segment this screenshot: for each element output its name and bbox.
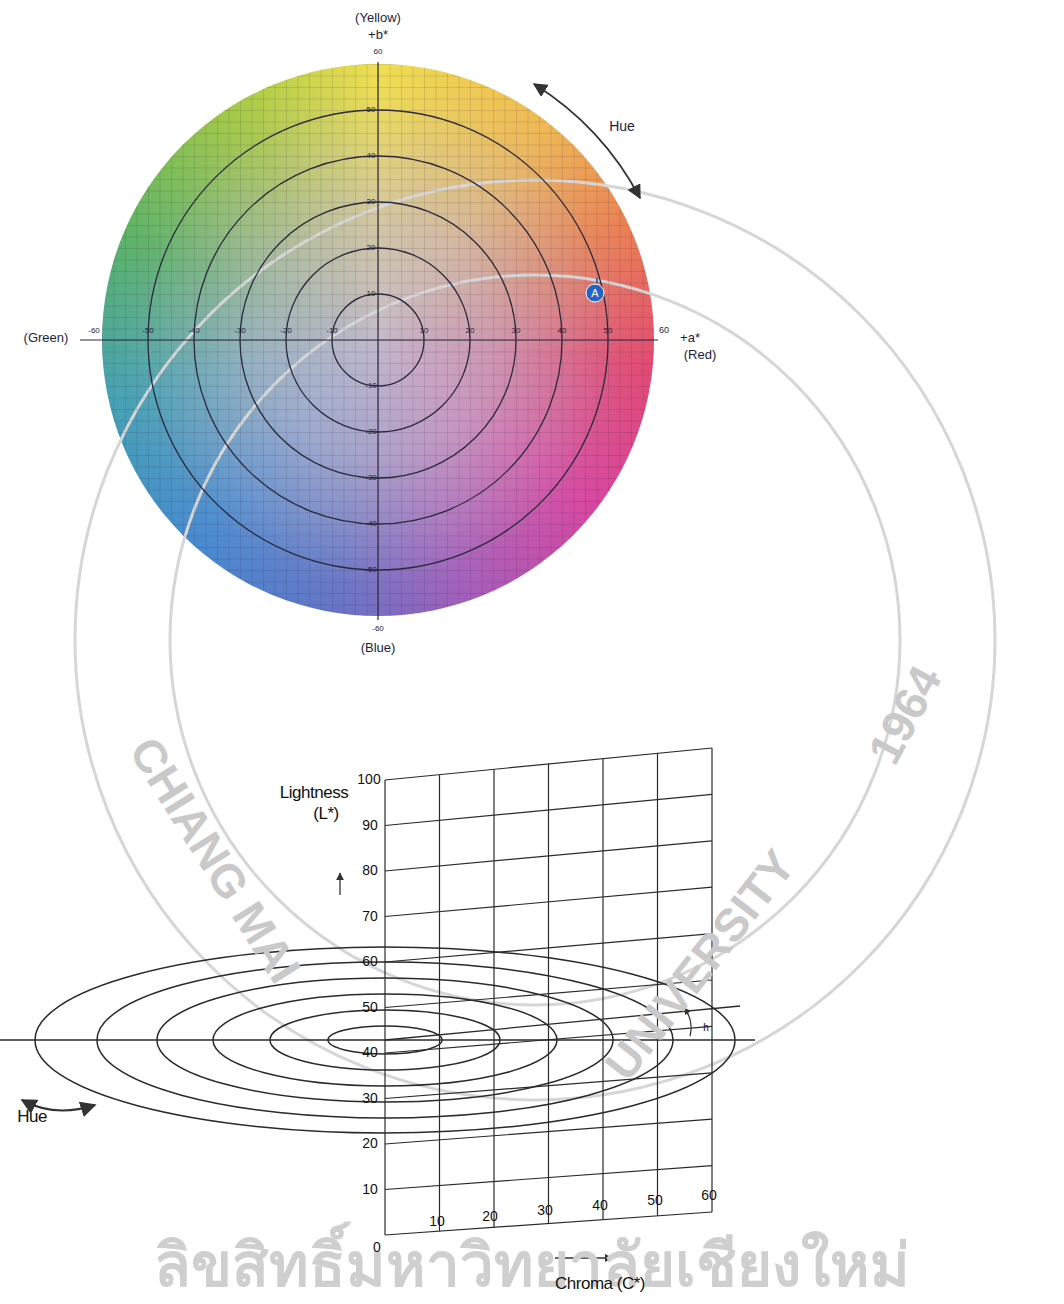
tick-number: -40	[365, 520, 377, 529]
grid-line	[493, 769, 494, 1227]
tick-number: -60	[372, 625, 384, 634]
tick-number: 10	[429, 1214, 445, 1229]
tick-number: 40	[558, 327, 567, 336]
grid-line	[384, 780, 385, 1235]
tick-number: 90	[362, 818, 378, 833]
axis-title: (L*)	[313, 805, 338, 824]
tick-number: -10	[365, 382, 377, 391]
tick-number: 60	[659, 326, 669, 336]
tick-number: 10	[362, 1182, 378, 1197]
tick-number: 50	[362, 1000, 378, 1015]
point-label: A	[591, 287, 598, 299]
tick-number: -20	[280, 327, 292, 336]
tick-number: 100	[357, 772, 380, 787]
axis-name: +b*	[368, 28, 388, 42]
angle-label: h	[703, 1022, 709, 1033]
axis-name: (Yellow)	[355, 11, 401, 25]
axes	[80, 62, 658, 620]
tick-number: 20	[367, 244, 376, 253]
tick-number: -60	[88, 327, 100, 336]
point-tick	[596, 278, 598, 283]
hue-arrow	[534, 84, 640, 198]
tick-number: 60	[701, 1188, 717, 1203]
tick-number: 10	[367, 290, 376, 299]
axis-name: (Blue)	[361, 641, 396, 655]
tick-number: -20	[365, 428, 377, 437]
watermark: UNIVERSITY	[595, 841, 805, 1090]
tick-number: 30	[362, 1091, 378, 1106]
tick-number: 60	[362, 954, 378, 969]
tick-number: -50	[142, 327, 154, 336]
tick-number: 50	[367, 106, 376, 115]
tick-number: 30	[512, 327, 521, 336]
tick-number: 0	[373, 1240, 381, 1255]
tick-number: -10	[326, 327, 338, 336]
tick-number: 30	[367, 198, 376, 207]
watermark: CHIANG MAI	[120, 728, 311, 991]
hue-label: Hue	[609, 119, 635, 134]
tick-number: 20	[362, 1136, 378, 1151]
lightness-arrow	[339, 873, 340, 895]
tick-number: 80	[362, 863, 378, 878]
tick-number: -40	[188, 327, 200, 336]
tick-number: 20	[482, 1209, 498, 1224]
tick-number: 40	[592, 1198, 608, 1213]
tick-number: 70	[362, 909, 378, 924]
grid-line	[439, 775, 440, 1231]
axis-name: +a*	[680, 331, 700, 345]
grid-line	[548, 764, 549, 1224]
tick-number: 50	[604, 327, 613, 336]
axis-title: Lightness	[280, 784, 348, 803]
tick-number: -50	[365, 566, 377, 575]
tick-number: 10	[420, 327, 429, 336]
axis-name: (Red)	[684, 348, 717, 362]
point-a	[586, 284, 604, 302]
tick-number: 50	[647, 1193, 663, 1208]
tick-number: -30	[234, 327, 246, 336]
tick-number: 40	[367, 152, 376, 161]
tick-number: -30	[365, 474, 377, 483]
tick-number: 40	[362, 1045, 378, 1060]
watermark: 1964	[859, 658, 952, 772]
axis-name: (Green)	[24, 331, 69, 345]
watermark: ลิขสิทธิ์มหาวิทยาลัยเชียงใหม่	[154, 1233, 910, 1299]
tick-number: 20	[466, 327, 475, 336]
tick-number: 30	[537, 1203, 553, 1218]
axis-title: Chroma (C*)	[555, 1275, 645, 1294]
tick-number: 60	[374, 48, 383, 57]
axis-title: Hue	[17, 1108, 47, 1127]
